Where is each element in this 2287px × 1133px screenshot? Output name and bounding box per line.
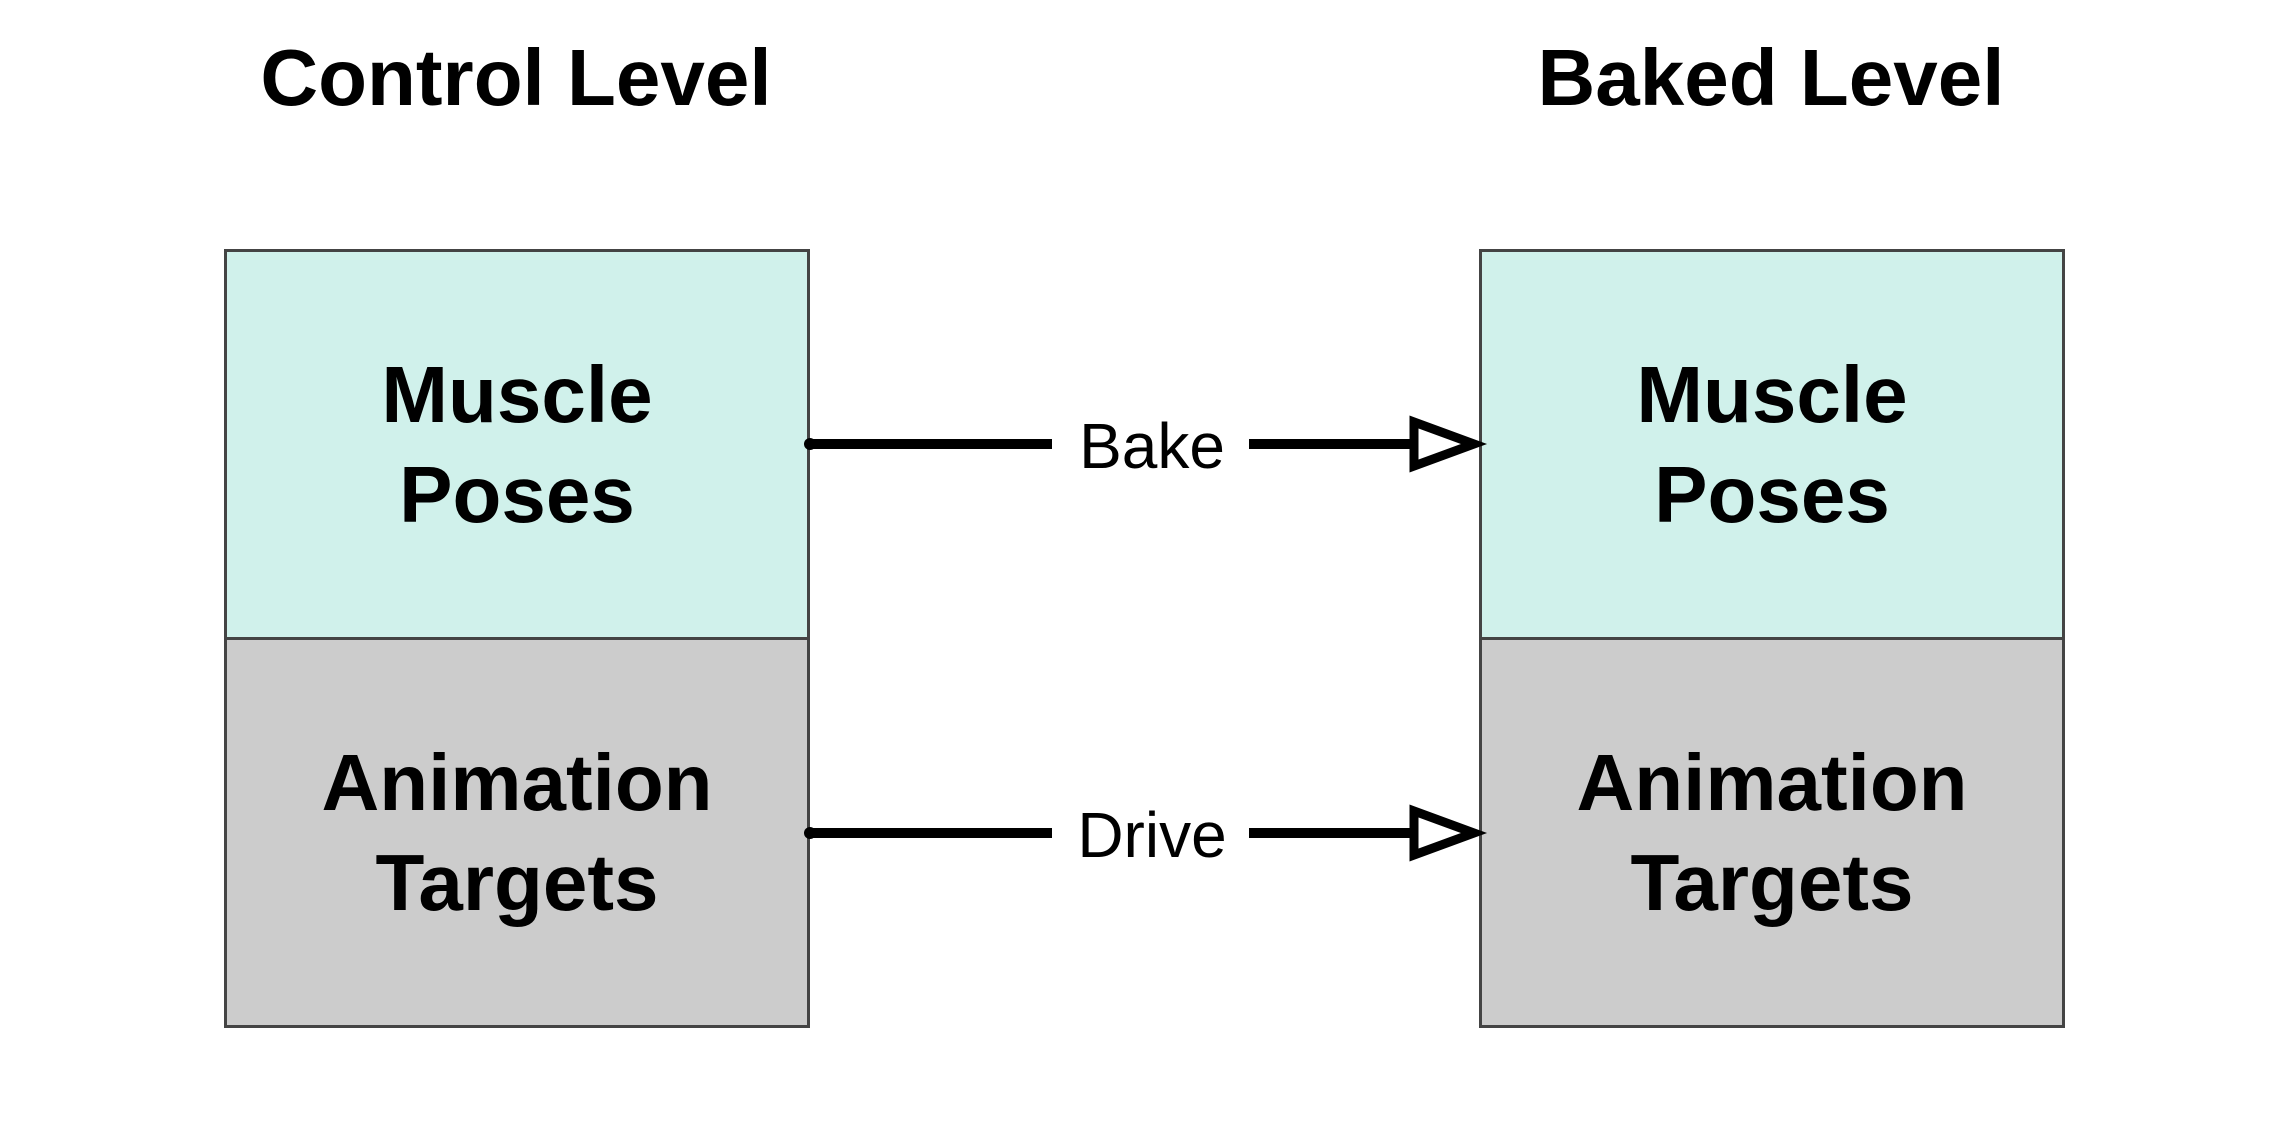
baked-level-heading: Baked Level bbox=[1537, 33, 2005, 122]
baked-muscle-poses-line2: Poses bbox=[1654, 449, 1890, 539]
control-animation-targets-box: Animation Targets bbox=[224, 637, 810, 1028]
control-animation-targets-line2: Targets bbox=[375, 837, 659, 927]
baked-animation-targets-line2: Targets bbox=[1630, 837, 1914, 927]
bake-arrow-label: Bake bbox=[1079, 410, 1225, 482]
control-animation-targets-line1: Animation bbox=[321, 737, 713, 827]
drive-arrowhead bbox=[1409, 804, 1488, 862]
baked-muscle-poses-box: Muscle Poses bbox=[1479, 249, 2065, 640]
baked-animation-targets-box: Animation Targets bbox=[1479, 637, 2065, 1028]
bake-arrow: Bake bbox=[804, 410, 1488, 482]
drive-arrow: Drive bbox=[804, 799, 1488, 871]
drive-arrow-label: Drive bbox=[1077, 799, 1226, 871]
control-muscle-poses-line1: Muscle bbox=[381, 349, 653, 439]
control-muscle-poses-box: Muscle Poses bbox=[224, 249, 810, 640]
bake-arrowhead bbox=[1409, 415, 1488, 473]
control-level-heading: Control Level bbox=[260, 33, 772, 122]
baked-animation-targets-line1: Animation bbox=[1576, 737, 1968, 827]
control-muscle-poses-line2: Poses bbox=[399, 449, 635, 539]
baked-muscle-poses-line1: Muscle bbox=[1636, 349, 1908, 439]
